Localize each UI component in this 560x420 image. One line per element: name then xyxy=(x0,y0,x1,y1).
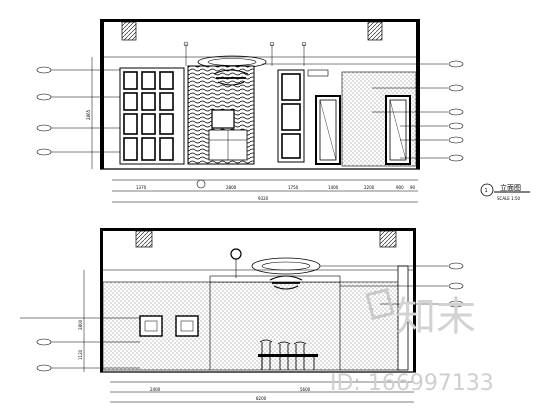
beam-left-1 xyxy=(121,21,137,41)
annotations-right-1 xyxy=(183,41,464,162)
wall-right-2 xyxy=(413,228,416,372)
wall-right-1 xyxy=(416,19,420,169)
section-title-1: 1 立面图 SCALE 1:50 xyxy=(480,183,530,201)
chandelier-2-icon xyxy=(269,275,303,290)
ceiling-slab-1 xyxy=(100,19,420,22)
dining-set-icon xyxy=(258,339,318,370)
cabinet-left-panels xyxy=(119,67,185,165)
ceiling-trim-2 xyxy=(209,275,341,283)
dimension-chain-1: 1370 2800 1750 1400 2200 900 90 9320 xyxy=(112,179,418,203)
dim-1-f: 900 xyxy=(396,185,404,190)
watermark-logo: 知末 xyxy=(396,294,476,340)
wall-lamp-icon xyxy=(230,248,242,278)
elevation-marker-icon xyxy=(196,179,206,189)
wall-art-left xyxy=(139,315,163,337)
annotations-left-2: 2800 1120 xyxy=(20,270,140,372)
section-scale: SCALE 1:50 xyxy=(497,196,521,201)
door-1 xyxy=(315,95,341,165)
chandelier-icon xyxy=(213,69,249,86)
dim-1-b: 2800 xyxy=(226,185,237,190)
vertical-dim-2b: 1120 xyxy=(78,349,83,360)
wall-art-right xyxy=(175,315,199,337)
elevation-1: 2865 1370 xyxy=(36,19,530,203)
dim-1-g: 90 xyxy=(410,185,416,190)
beam-left-2 xyxy=(135,230,153,248)
dim-2-a: 2400 xyxy=(150,387,161,392)
cabinet-right xyxy=(277,69,329,163)
beam-right-1 xyxy=(367,21,383,41)
dim-2-b: 5600 xyxy=(300,387,311,392)
door-2 xyxy=(385,95,411,165)
annotations-left-1: 2865 xyxy=(36,57,120,169)
wall-left-1 xyxy=(100,19,104,169)
vertical-dim-2a: 2800 xyxy=(78,319,83,330)
vertical-dim-1a: 2865 xyxy=(86,109,91,120)
section-title: 立面图 xyxy=(500,183,521,192)
feature-wall-center xyxy=(187,55,267,165)
dim-1-a: 1370 xyxy=(136,185,147,190)
dim-1-d: 1400 xyxy=(328,185,339,190)
elevation-2: 2800 1120 2400 5600 8200 xyxy=(20,228,464,403)
beam-right-2 xyxy=(379,230,397,248)
ceiling-slab-2 xyxy=(100,228,416,231)
dim-1-e: 2200 xyxy=(364,185,375,190)
annotations-right-2 xyxy=(320,262,464,308)
dim-1-c: 1750 xyxy=(288,185,299,190)
watermark-id: ID: 166997133 xyxy=(330,371,494,396)
dimension-chain-2: 2400 5600 8200 xyxy=(110,381,414,403)
section-number: 1 xyxy=(485,188,488,194)
dim-2-total: 8200 xyxy=(256,396,267,401)
watermark: 知末 ID: 166997133 xyxy=(330,287,494,396)
dim-1-total: 9320 xyxy=(258,196,269,201)
ceiling-dome-2 xyxy=(251,257,321,275)
wall-left-2 xyxy=(100,228,103,372)
